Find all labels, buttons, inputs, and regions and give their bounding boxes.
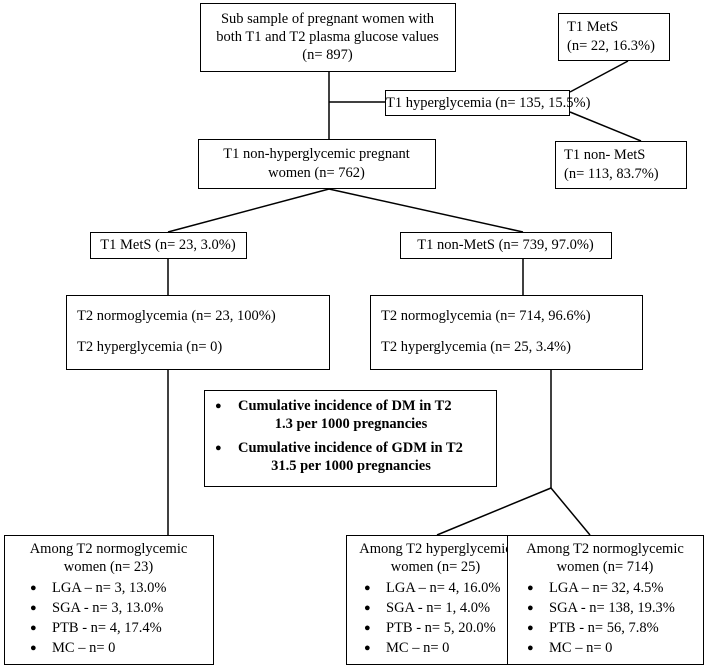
t1-hyper-box: T1 hyperglycemia (n= 135, 15.5%) — [385, 90, 591, 116]
bullet-icon: ● — [527, 582, 534, 594]
left-mets-box: T1 MetS (n= 23, 3.0%) — [90, 232, 247, 259]
left-t2-box: T2 normoglycemia (n= 23, 100%) T2 hyperg… — [66, 295, 330, 370]
connector-hyper-to-nonmets — [569, 111, 642, 142]
bullet-icon: ● — [30, 582, 37, 594]
outcome-title1: Among T2 normoglycemic — [29, 541, 188, 557]
bullet-icon: ● — [30, 642, 37, 654]
outcome-box-right: Among T2 normoglycemic women (n= 714) ● … — [507, 535, 704, 665]
bullet-icon: ● — [527, 642, 534, 654]
outcome-item: PTB - n= 56, 7.8% — [549, 620, 659, 636]
outcome-box-middle: Among T2 hyperglycemic women (n= 25) ● L… — [346, 535, 526, 665]
t1-hyper-label: T1 hyperglycemia (n= 135, 15.5%) — [386, 95, 591, 111]
outcome-item: MC – n= 0 — [386, 640, 450, 656]
t1-nonhyper-line2: women (n= 762) — [268, 165, 365, 181]
outcome-item: MC – n= 0 — [549, 640, 613, 656]
outcome-item: LGA – n= 3, 13.0% — [52, 580, 167, 596]
t1-nonmets-top-box: T1 non- MetS (n= 113, 83.7%) — [555, 141, 687, 189]
connector-to-normo-outcome — [550, 487, 591, 536]
connector-to-hyper-outcome — [436, 487, 552, 536]
outcome-item: LGA – n= 4, 16.0% — [386, 580, 501, 596]
root-line2: both T1 and T2 plasma glucose values — [216, 29, 439, 45]
dm-title: Cumulative incidence of DM in T2 — [238, 398, 452, 414]
gdm-title: Cumulative incidence of GDM in T2 — [238, 440, 463, 456]
bullet-icon: ● — [364, 642, 371, 654]
bullet-icon: ● — [364, 582, 371, 594]
right-t2-box: T2 normoglycemia (n= 714, 96.6%) T2 hype… — [370, 295, 643, 370]
outcome-title2: women (n= 714) — [556, 559, 654, 575]
t1-mets-top-box: T1 MetS (n= 22, 16.3%) — [558, 13, 670, 61]
outcome-item: PTB - n= 4, 17.4% — [52, 620, 162, 636]
outcome-title1: Among T2 hyperglycemic — [359, 541, 512, 557]
t1-mets-top-line2: (n= 22, 16.3%) — [567, 38, 655, 54]
outcome-item: SGA - n= 138, 19.3% — [549, 600, 675, 616]
bullet-icon: ● — [30, 622, 37, 634]
outcome-item: LGA – n= 32, 4.5% — [549, 580, 664, 596]
t1-mets-top-line1: T1 MetS — [567, 19, 619, 35]
dm-value: 1.3 per 1000 pregnancies — [274, 416, 428, 432]
bullet-icon: ● — [527, 622, 534, 634]
bullet-icon: ● — [364, 622, 371, 634]
outcome-title2: women (n= 25) — [390, 559, 481, 575]
root-line3: (n= 897) — [302, 47, 353, 63]
outcome-title1: Among T2 normoglycemic — [526, 541, 684, 557]
root-line1: Sub sample of pregnant women with — [220, 11, 435, 27]
outcome-item: PTB - n= 5, 20.0% — [386, 620, 496, 636]
right-t2-hyper: T2 hyperglycemia (n= 25, 3.4%) — [381, 339, 571, 355]
right-nonmets-label: T1 non-MetS (n= 739, 97.0%) — [417, 237, 594, 253]
right-t2-normo: T2 normoglycemia (n= 714, 96.6%) — [381, 308, 591, 324]
t1-nonhyper-line1: T1 non-hyperglycemic pregnant — [223, 146, 410, 162]
outcome-title2: women (n= 23) — [63, 559, 154, 575]
bullet-icon: ● — [215, 442, 222, 454]
incidence-box: ● Cumulative incidence of DM in T2 1.3 p… — [204, 390, 497, 487]
t1-nonmets-top-line1: T1 non- MetS — [564, 147, 646, 163]
outcome-item: SGA - n= 3, 13.0% — [52, 600, 164, 616]
left-t2-normo: T2 normoglycemia (n= 23, 100%) — [77, 308, 276, 324]
t1-nonhyper-box: T1 non-hyperglycemic pregnant women (n= … — [198, 139, 436, 189]
outcome-item: SGA - n= 1, 4.0% — [386, 600, 491, 616]
outcome-item: MC – n= 0 — [52, 640, 116, 656]
bullet-icon: ● — [215, 400, 222, 412]
connector-nonhyper-to-right — [328, 188, 524, 233]
connector-nonhyper-to-left — [167, 188, 330, 233]
gdm-value: 31.5 per 1000 pregnancies — [271, 458, 431, 474]
left-mets-label: T1 MetS (n= 23, 3.0%) — [100, 237, 236, 253]
right-nonmets-box: T1 non-MetS (n= 739, 97.0%) — [400, 232, 612, 259]
bullet-icon: ● — [527, 602, 534, 614]
bullet-icon: ● — [364, 602, 371, 614]
t1-nonmets-top-line2: (n= 113, 83.7%) — [564, 166, 659, 182]
bullet-icon: ● — [30, 602, 37, 614]
root-box: Sub sample of pregnant women with both T… — [200, 3, 456, 72]
left-t2-hyper: T2 hyperglycemia (n= 0) — [77, 339, 223, 355]
connector-hyper-to-mets — [569, 60, 629, 93]
outcome-box-left: Among T2 normoglycemic women (n= 23) ● L… — [4, 535, 214, 665]
